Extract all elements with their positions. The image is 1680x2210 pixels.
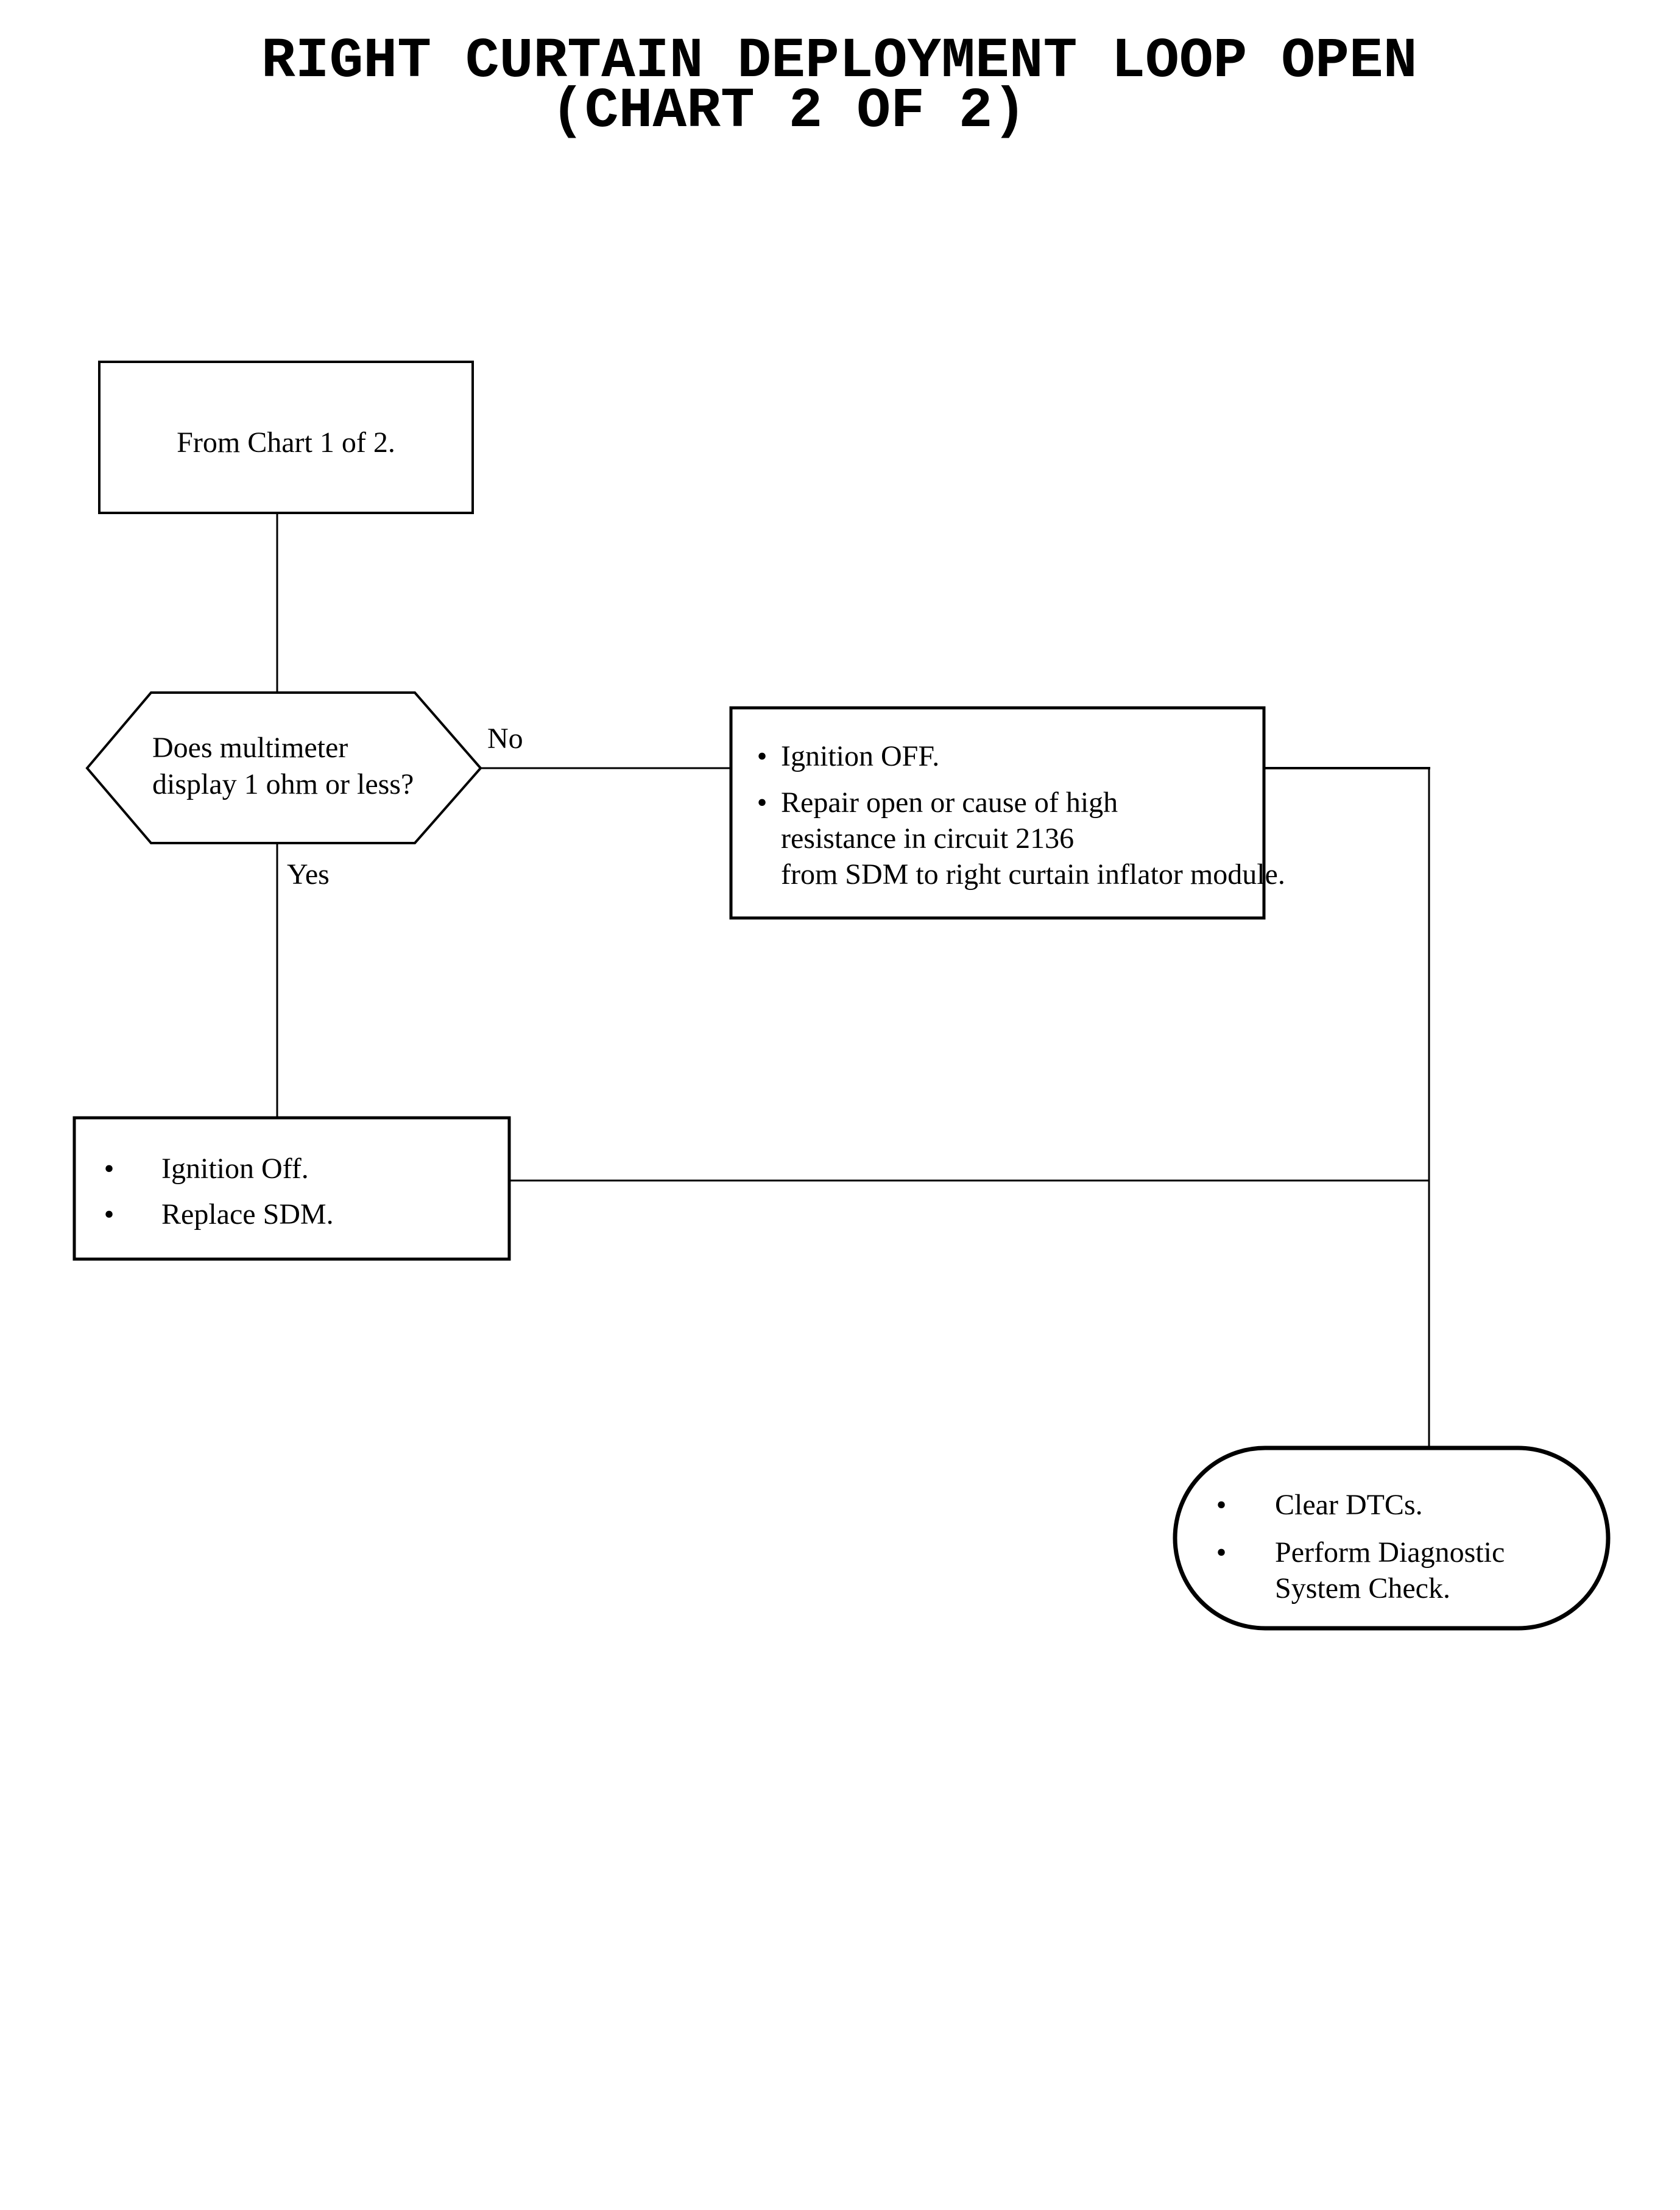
bullet-icon: • <box>104 1198 115 1230</box>
bullet-icon: • <box>1216 1488 1227 1521</box>
start-box-shape <box>98 361 474 514</box>
terminal-item1-text: Clear DTCs. <box>1275 1488 1423 1521</box>
bullet-icon: • <box>757 740 768 772</box>
yes-branch-label: Yes <box>287 858 330 891</box>
no-action-item1-text: Ignition OFF. <box>781 740 940 772</box>
start-box-text: From Chart 1 of 2. <box>177 426 395 459</box>
no-action-item2: • Repair open or cause of high <box>756 784 1118 821</box>
yes-action-box-shape <box>72 1116 511 1261</box>
terminal-item1: • Clear DTCs. <box>1215 1486 1423 1523</box>
no-action-item2-text-line1: Repair open or cause of high <box>781 786 1118 819</box>
terminal-item2: • Perform Diagnostic <box>1215 1534 1505 1570</box>
yes-action-item2: • Replace SDM. <box>103 1196 334 1232</box>
page-title-line1: RIGHT CURTAIN DEPLOYMENT LOOP OPEN <box>261 29 1417 93</box>
terminal-stadium-shape <box>1173 1446 1611 1631</box>
no-action-item2-text-line2: resistance in circuit 2136 <box>781 822 1075 855</box>
no-branch-label: No <box>487 722 523 755</box>
no-action-box-shape <box>729 706 1266 920</box>
yes-action-item1: • Ignition Off. <box>103 1150 309 1187</box>
decision-text-line2: display 1 ohm or less? <box>152 768 414 800</box>
decision-hexagon-shape <box>85 691 482 844</box>
yes-action-item2-text: Replace SDM. <box>161 1198 334 1230</box>
no-action-item1: • Ignition OFF. <box>756 738 940 774</box>
terminal-item2-text-line1: Perform Diagnostic <box>1275 1536 1505 1569</box>
decision-text: Does multimeter display 1 ohm or less? <box>152 730 414 803</box>
page-title-line2: (CHART 2 OF 2) <box>551 79 1027 143</box>
bullet-icon: • <box>757 786 768 819</box>
decision-text-line1: Does multimeter <box>152 732 348 764</box>
bullet-icon: • <box>104 1152 115 1185</box>
yes-action-item1-text: Ignition Off. <box>161 1152 309 1185</box>
bullet-icon: • <box>1216 1536 1227 1569</box>
no-action-item2-text-line3: from SDM to right curtain inflator modul… <box>781 858 1285 891</box>
start-box: From Chart 1 of 2. <box>99 362 473 513</box>
terminal-item2-text-line2: System Check. <box>1275 1572 1450 1605</box>
